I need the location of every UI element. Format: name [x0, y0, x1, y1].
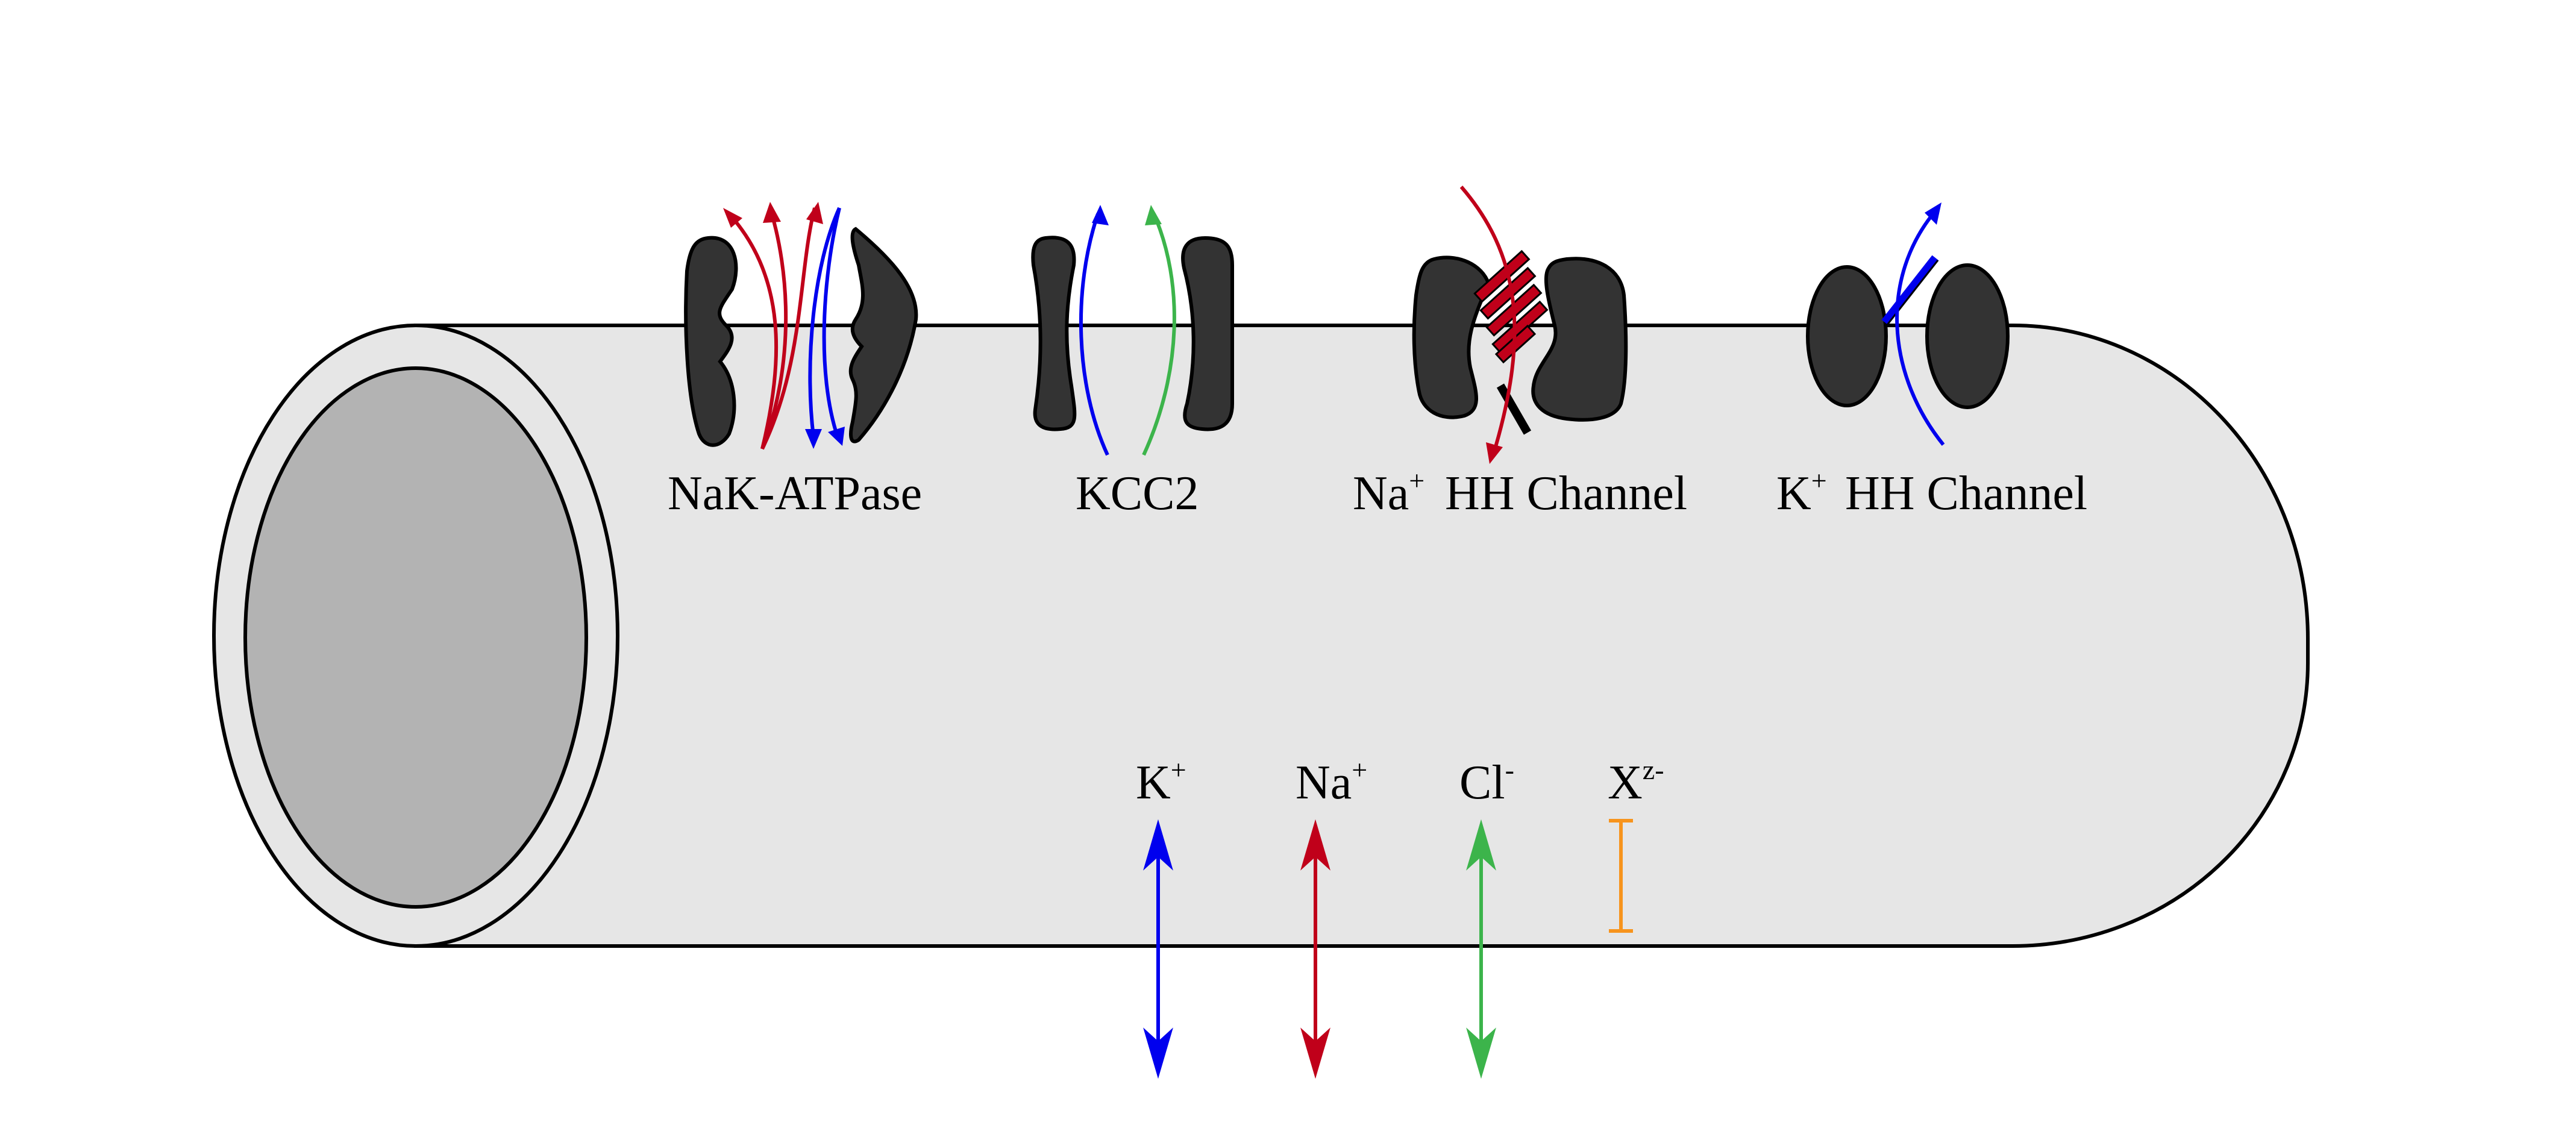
nak-atpase-pump: [684, 202, 918, 450]
kcc2-subunit-right: [1181, 236, 1234, 431]
label-potassium-suffix: HH Channel: [1845, 467, 2087, 520]
label-nak-atpase: NaK-ATPase: [668, 467, 922, 520]
label-potassium-hh-channel: K+ HH Channel: [1776, 465, 2087, 520]
ion-label-sodium: Na+: [1296, 754, 1367, 809]
label-sodium-charge: +: [1409, 465, 1424, 496]
kcc2-chloride-arrow: [1142, 213, 1176, 456]
sodium-channel-subunit-right: [1531, 257, 1628, 422]
kcc2-potassium-arrow: [1079, 213, 1109, 456]
kcc2-cotransporter: [1031, 205, 1234, 456]
sodium-channel-gate: [1473, 249, 1549, 364]
label-potassium-symbol: K: [1776, 467, 1811, 520]
nak-atpase-potassium-arrows: [808, 207, 841, 437]
ion-flux-sodium: [1300, 819, 1330, 1079]
label-potassium-charge: +: [1811, 465, 1827, 496]
cylinder-end-inner: [243, 366, 588, 909]
ion-label-potassium: K+: [1136, 754, 1186, 809]
nak-atpase-subunit-left: [684, 236, 738, 447]
nak-atpase-sodium-arrows: [727, 207, 816, 450]
ion-label-impermeant: Xz-: [1608, 754, 1664, 809]
label-sodium-suffix: HH Channel: [1445, 467, 1687, 520]
sodium-hh-channel: [1412, 186, 1628, 464]
ion-flux-potassium: [1143, 819, 1173, 1079]
potassium-channel-subunit-right: [1925, 263, 2010, 409]
nak-atpase-subunit-right: [848, 227, 918, 443]
sodium-channel-sodium-arrow: [1459, 186, 1517, 456]
ion-flux-chloride: [1466, 819, 1496, 1079]
ion-label-chloride: Cl-: [1459, 754, 1514, 809]
potassium-channel-gate: [1881, 255, 1939, 325]
label-sodium-hh-channel: Na+ HH Channel: [1353, 465, 1687, 520]
potassium-channel-subunit-left: [1806, 265, 1888, 407]
label-kcc2: KCC2: [1076, 467, 1199, 520]
membrane-cylinder: [212, 324, 2310, 948]
kcc2-subunit-left: [1031, 236, 1077, 431]
label-sodium-symbol: Na: [1353, 467, 1409, 520]
ion-flux-impermeant-blocked: [1609, 819, 1633, 933]
potassium-channel-potassium-arrow: [1895, 210, 1945, 446]
cylinder-body: [414, 324, 2310, 948]
potassium-hh-channel: [1806, 202, 2010, 446]
sodium-channel-inactivation-gate: [1496, 383, 1532, 435]
